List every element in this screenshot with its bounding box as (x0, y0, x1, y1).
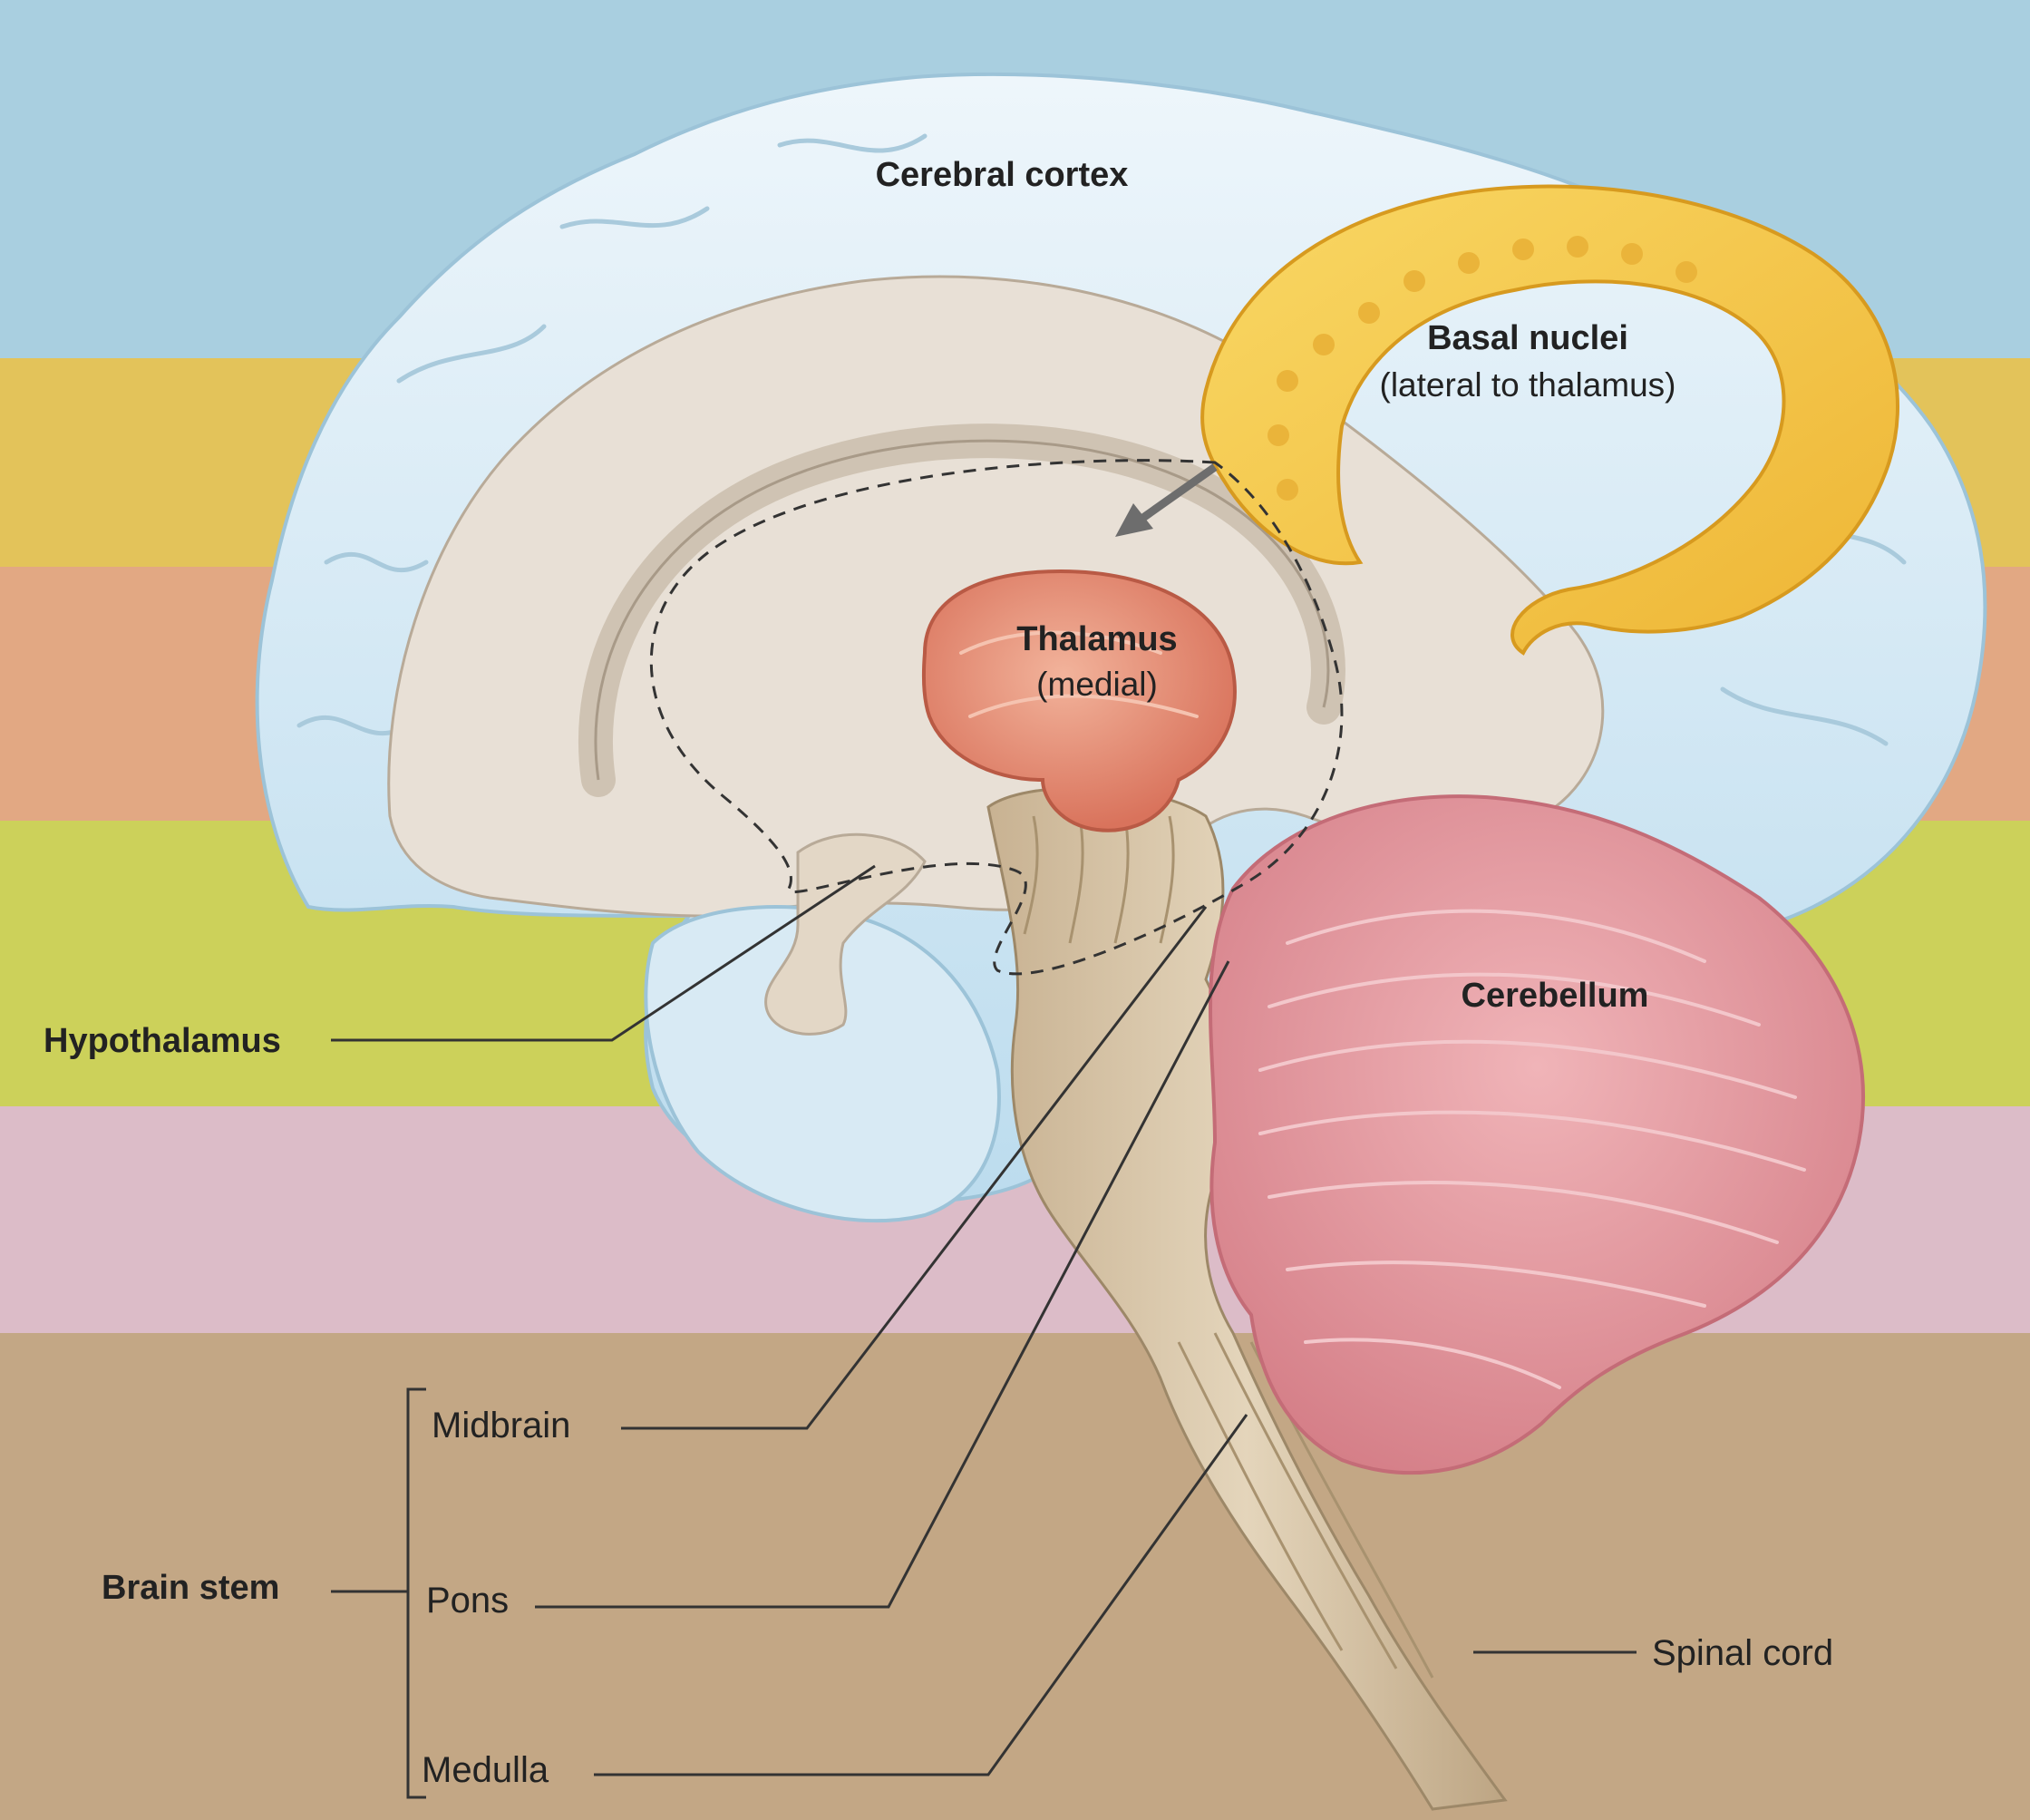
band-tan (0, 1333, 2030, 1820)
label-medulla: Medulla (422, 1750, 549, 1790)
hypothalamus-shape (764, 832, 927, 1036)
hypothalamus-leader (331, 864, 876, 1042)
label-cerebellum: Cerebellum (1462, 977, 1649, 1015)
medial-arrow (1115, 463, 1218, 537)
midbrain-leader (621, 906, 1208, 1430)
label-basal-nuclei: Basal nuclei (1427, 319, 1628, 357)
thalamus-shape (921, 569, 1237, 832)
label-cerebral-cortex: Cerebral cortex (876, 156, 1129, 194)
basal-projection-outline (649, 459, 1344, 976)
medulla-leader (594, 1414, 1248, 1776)
label-midbrain: Midbrain (432, 1406, 570, 1445)
thalamus-texture (959, 630, 1199, 718)
cerebellum-folia (1258, 909, 1806, 1389)
brain-stem-shape (986, 786, 1508, 1811)
basal-nuclei-shape (1200, 184, 1899, 656)
label-pons: Pons (426, 1581, 509, 1620)
cortex-gyri (296, 133, 1907, 1055)
label-brain-stem: Brain stem (102, 1569, 279, 1607)
label-thalamus: Thalamus (1016, 620, 1177, 658)
corpus-callosum-edge (594, 439, 1330, 781)
brain-stem-bracket (406, 1387, 426, 1799)
labels: Cerebral cortex Basal nuclei (lateral to… (44, 156, 1833, 1790)
label-basal-nuclei-note: (lateral to thalamus) (1380, 366, 1676, 404)
pons-leader (535, 960, 1230, 1609)
label-thalamus-note: (medial) (1036, 666, 1158, 703)
leader-lines (331, 864, 1637, 1799)
label-spinal-cord: Spinal cord (1652, 1633, 1833, 1673)
label-hypothalamus: Hypothalamus (44, 1022, 281, 1060)
basal-nuclei-bridges (1268, 236, 1697, 501)
